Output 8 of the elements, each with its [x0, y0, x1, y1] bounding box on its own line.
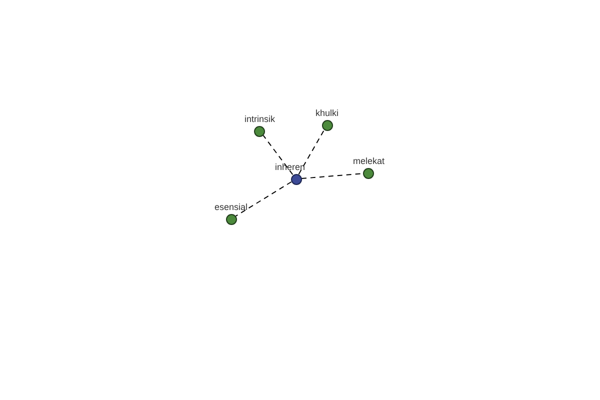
node-label: intrinsik [244, 114, 276, 124]
node-label: melekat [353, 156, 385, 166]
node-label: khulki [316, 108, 339, 118]
connector-line [235, 181, 292, 217]
node-label: inheren [275, 162, 306, 172]
connector-line [262, 134, 294, 176]
node-label: esensial [214, 202, 248, 212]
connector-line [298, 129, 325, 175]
